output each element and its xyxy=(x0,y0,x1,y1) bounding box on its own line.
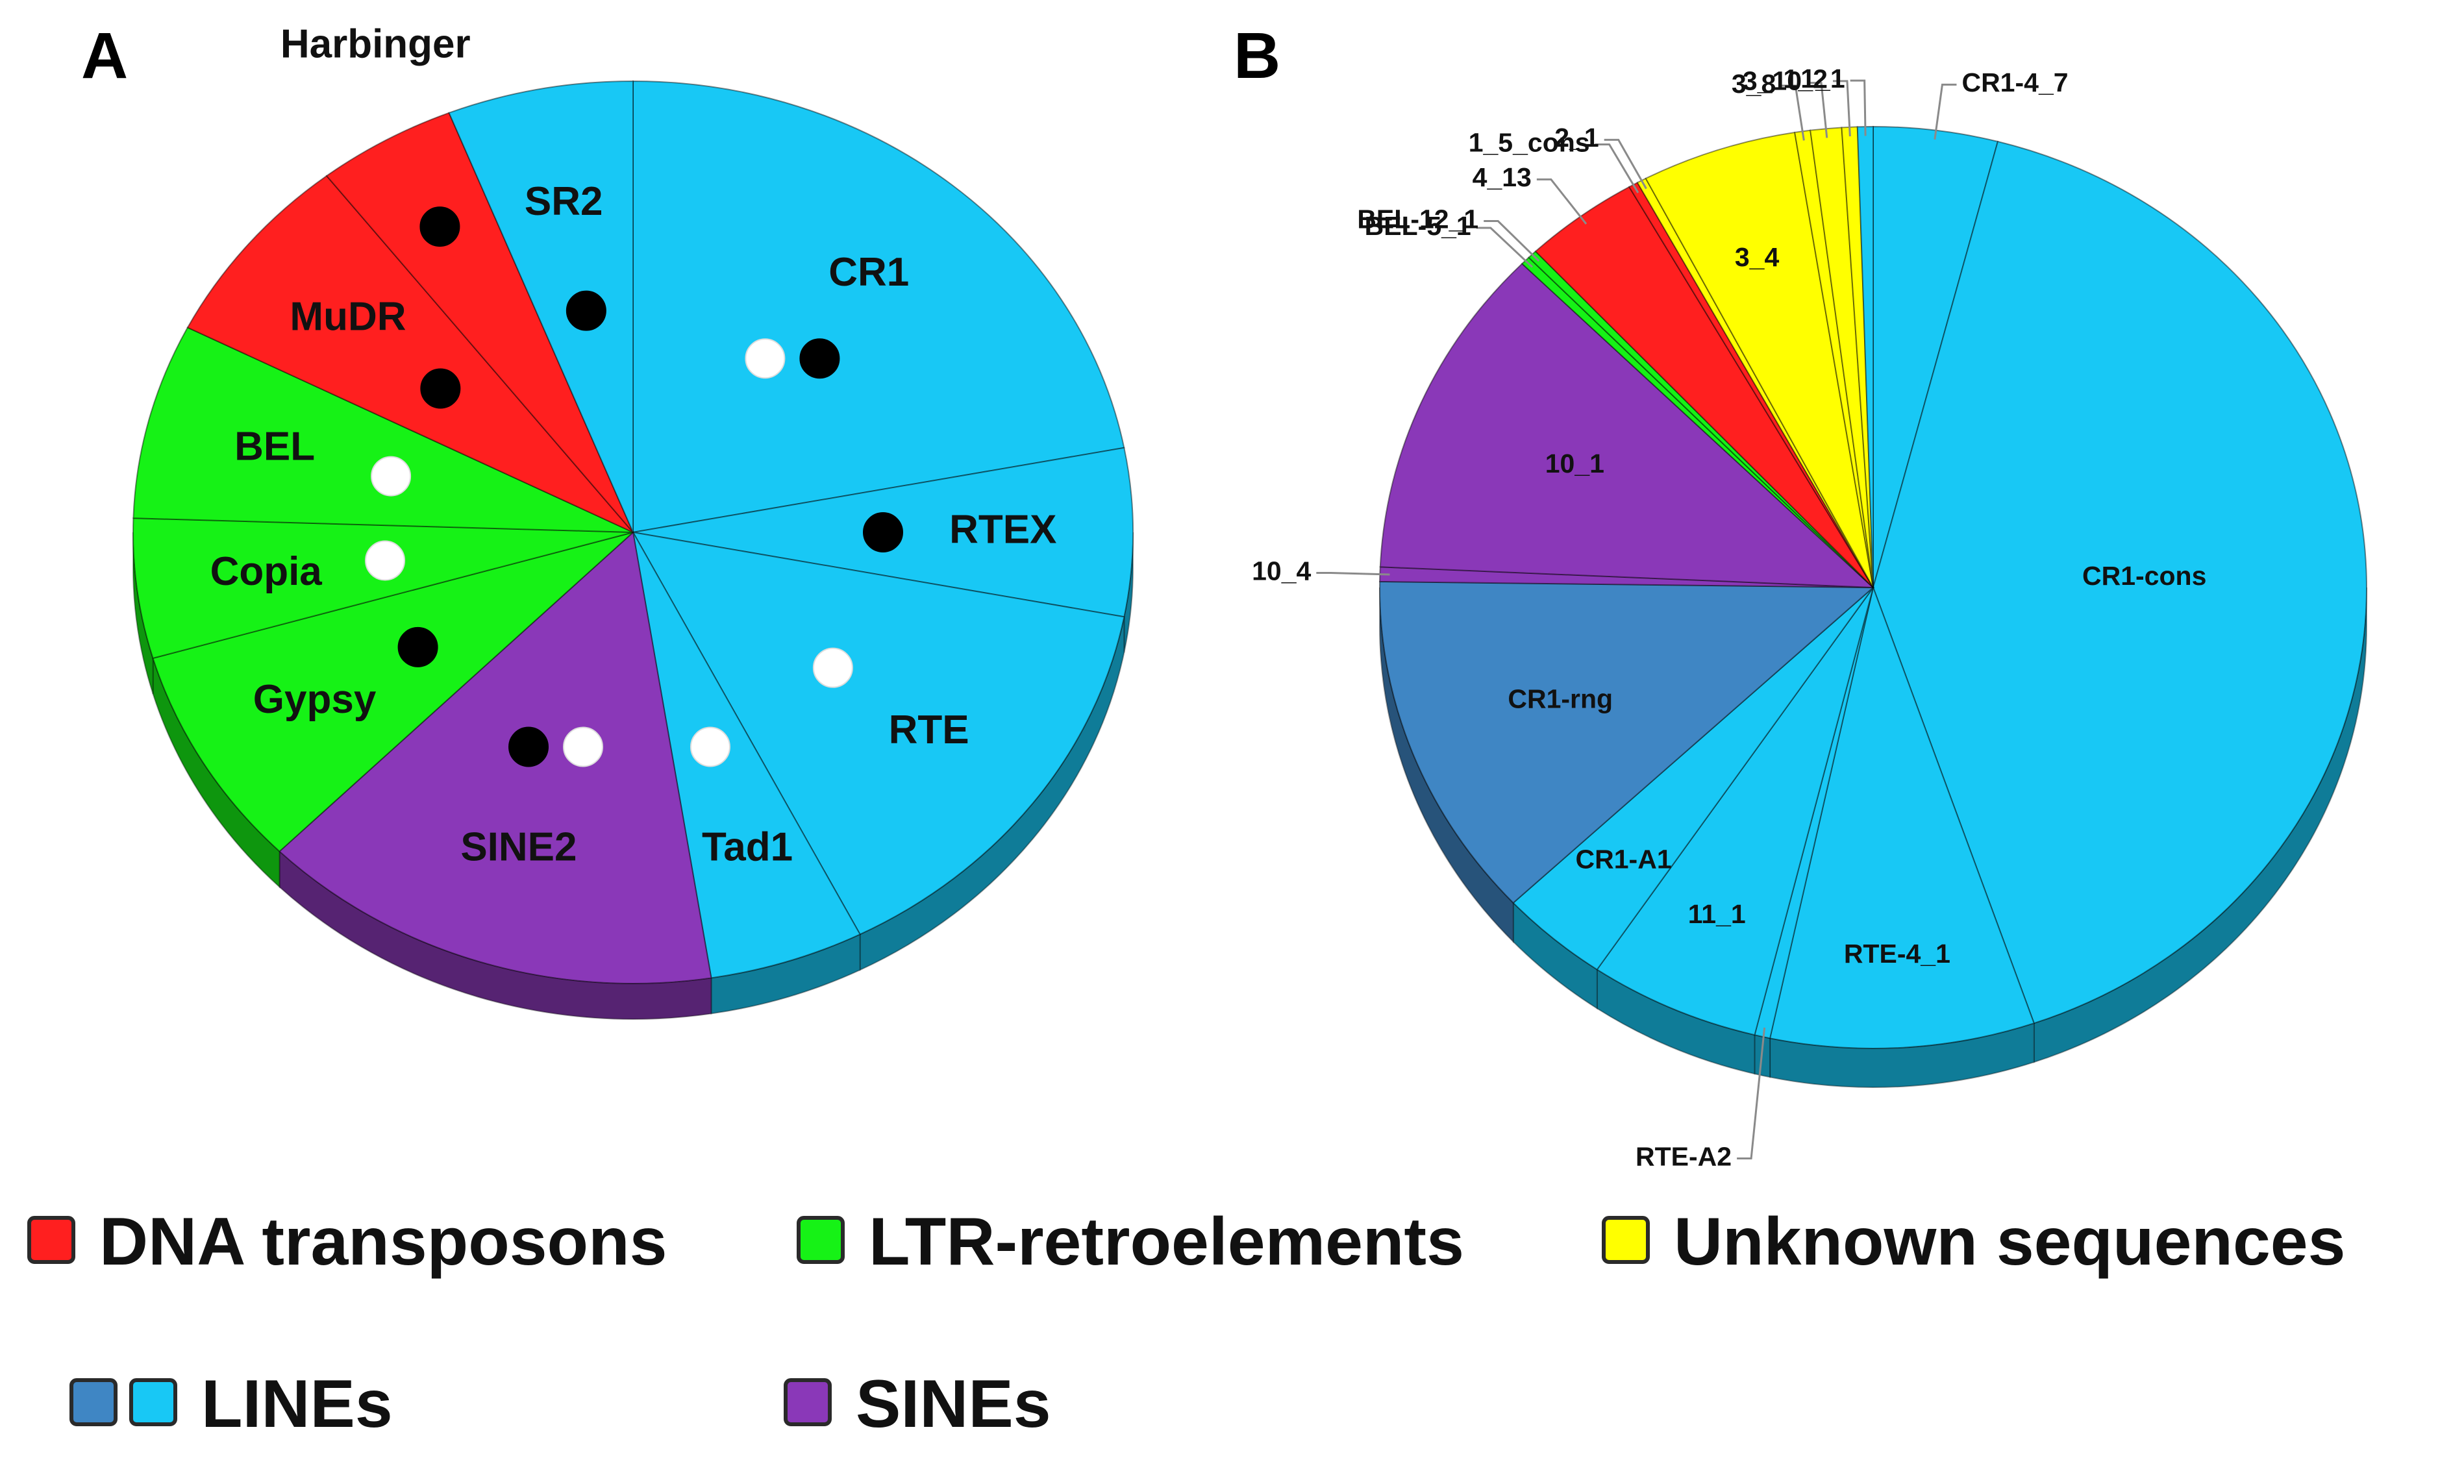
pie-a-label-cr1: CR1 xyxy=(828,250,909,295)
pie-a-marker-tad1-white xyxy=(690,726,730,767)
panel-a-letter: A xyxy=(81,19,128,92)
pie-a-label-rtex: RTEX xyxy=(949,507,1056,552)
pie-a-marker-mudr-black xyxy=(420,368,461,409)
pie-a-marker-sr2-black xyxy=(566,290,606,331)
pie-a-marker-rtex-black xyxy=(863,512,903,552)
pie-b-side-rte-4-1 xyxy=(1769,1022,2035,1089)
pie-a-slice-sr2 xyxy=(448,80,634,533)
legend-label-lines: LINEs xyxy=(201,1367,393,1442)
pie-b-leader-1-2 xyxy=(1832,80,1851,137)
legend-swatch-lines-1 xyxy=(69,1378,118,1426)
pie-b-leader-cr1-4-7 xyxy=(1934,83,1957,140)
pie-b-label-cr1-a1: CR1-A1 xyxy=(1576,844,1672,874)
pie-b-leader-bel-12-1 xyxy=(1484,220,1540,262)
pie-b-leader-3-8 xyxy=(1781,84,1805,141)
pie-b-slice-cr1-cons xyxy=(1872,140,2367,1024)
pie-b-slice-rte-4-1 xyxy=(1769,585,2035,1050)
pie-b-label-3-8: 3_8 xyxy=(1732,69,1776,99)
pie-b-label-10-4: 10_4 xyxy=(1252,556,1311,586)
pie-a-slice-gypsy xyxy=(152,532,634,852)
pie-b-leader-bel-5-1 xyxy=(1476,227,1534,268)
pie-b-label-cr1-4-7: CR1-4_7 xyxy=(1961,68,2068,97)
pie-a-marker-sine2-white xyxy=(563,726,604,767)
pie-a-marker-cr1-black xyxy=(799,338,840,379)
pie-b-label-cr1-cons: CR1-cons xyxy=(2082,561,2206,591)
pie-b-label-4-13: 4_13 xyxy=(1473,162,1532,192)
legend-swatch-ltr-retroelements xyxy=(797,1216,845,1264)
pie-b-label-bel-5-1: BEL-5_1 xyxy=(1365,211,1471,241)
pie-a-slice-cr1 xyxy=(632,80,1125,534)
pie-b-leader-4-13 xyxy=(1536,178,1587,225)
pie-b-leader-2-1 xyxy=(1604,138,1647,190)
pie-a-marker-bel-white xyxy=(371,456,412,497)
pie-b-label-10-1: 10_1 xyxy=(1545,449,1604,478)
pie-a-marker-cr1-white xyxy=(745,338,786,379)
pie-a-label-harbinger: Harbinger xyxy=(280,22,471,67)
pie-b-label-cr1-rng: CR1-rng xyxy=(1508,684,1613,714)
pie-b-slice-11-1 xyxy=(1596,587,1874,1036)
pie-b-leader-1-5-cons xyxy=(1595,143,1639,193)
pie-b-label-1-5-cons: 1_5_cons xyxy=(1469,127,1590,157)
pie-b-label-1-1: 1_1 xyxy=(1800,64,1845,93)
pie-b-leader-10-4 xyxy=(1316,572,1390,576)
pie-b-leader-rte-a2 xyxy=(1737,1027,1766,1159)
legend-swatch-lines-2 xyxy=(129,1378,177,1426)
legend: DNA transposons LTR-retroelements Unknown … xyxy=(27,1204,2345,1442)
pie-b-label-1-2: 1_2 xyxy=(1784,64,1828,94)
pie-a-marker-copia-white xyxy=(365,540,406,581)
pie-a-label-rte: RTE xyxy=(889,708,969,752)
pie-a-marker-sine2-black xyxy=(508,726,549,767)
pie-b-slice-10-1 xyxy=(1379,262,1875,589)
pie-a-slice-mudr xyxy=(186,175,634,533)
pie-b-label-3-10: 3_10 xyxy=(1743,66,1802,95)
pie-a-slice-tad1 xyxy=(632,532,861,979)
pie-b-label-2-1: 2_1 xyxy=(1554,123,1599,153)
pie-a-marker-harbinger-black xyxy=(419,206,460,247)
pie-b-label-11-1: 11_1 xyxy=(1688,899,1746,929)
pie-a-label-mudr: MuDR xyxy=(290,295,406,340)
pie-b-label-rte-a2: RTE-A2 xyxy=(1636,1141,1732,1171)
pie-b-slice-3-4 xyxy=(1645,131,1874,588)
pie-b-slice-cr1-rng xyxy=(1379,580,1875,904)
legend-swatch-unknown-sequences xyxy=(1602,1216,1650,1264)
pie-b-label-rte-4-1: RTE-4_1 xyxy=(1844,939,1950,969)
legend-label-unknown-sequences: Unknown sequences xyxy=(1674,1204,2345,1280)
pie-a-label-sine2: SINE2 xyxy=(460,825,577,870)
pie-b-leader-3-10 xyxy=(1807,82,1828,138)
legend-label-dna-transposons: DNA transposons xyxy=(99,1204,667,1280)
pie-b-label-bel-12-1: BEL-12_1 xyxy=(1357,204,1478,234)
pie-a-slice-copia xyxy=(132,517,634,660)
pie-a-label-bel: BEL xyxy=(234,424,315,469)
pie-a-label-tad1: Tad1 xyxy=(702,825,793,870)
legend-label-sines: SINEs xyxy=(856,1367,1051,1442)
pie-a-slice-harbinger xyxy=(325,112,634,533)
pie-b-leader-1-1 xyxy=(1850,79,1867,136)
legend-label-ltr-retroelements: LTR-retroelements xyxy=(869,1204,1464,1280)
pie-a-slice-bel xyxy=(132,327,634,533)
pie-b-slice-rte-a2 xyxy=(1754,587,1874,1039)
pie-b-slice-cr1-a1 xyxy=(1512,587,1874,971)
legend-swatch-dna-transposons xyxy=(27,1216,75,1264)
pie-a-slice-sine2 xyxy=(279,531,712,984)
legend-swatch-sines xyxy=(784,1378,832,1426)
panel-b-letter: B xyxy=(1234,19,1280,92)
pie-a-label-sr2: SR2 xyxy=(525,179,603,224)
pie-a-label-gypsy: Gypsy xyxy=(253,677,377,722)
pie-b-label-3-4: 3_4 xyxy=(1735,242,1780,272)
pie-a-label-copia: Copia xyxy=(210,549,323,594)
pie-a-slice-rte xyxy=(632,531,1125,935)
pie-a-marker-gypsy-black xyxy=(397,626,438,667)
pie-a-marker-rte-white xyxy=(812,647,853,688)
